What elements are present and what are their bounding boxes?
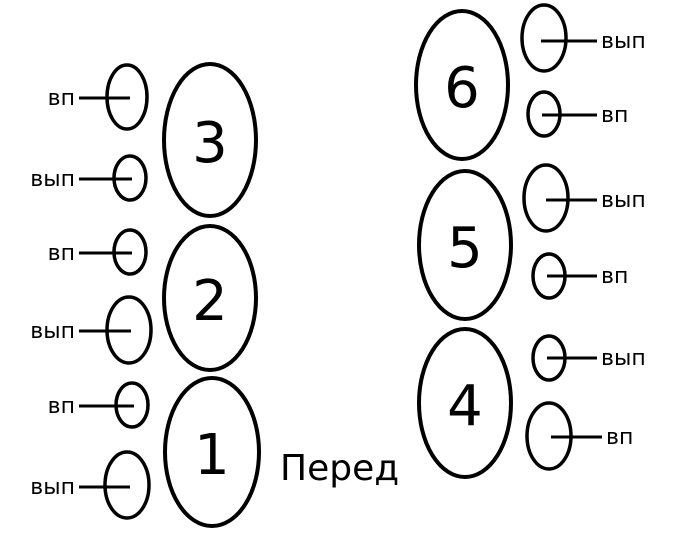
valve-label: вп — [48, 86, 75, 111]
valve-exhaust: вып — [520, 3, 646, 73]
cylinder-outline — [417, 169, 513, 321]
valve-label: вып — [601, 188, 646, 213]
valve-label: вп — [606, 425, 633, 450]
valve-outline — [103, 450, 151, 520]
valve-intake: вп — [48, 63, 149, 131]
valve-label: вып — [30, 319, 75, 344]
valve-exhaust: вып — [531, 334, 646, 382]
valve-label: вып — [601, 346, 646, 371]
cylinder-outline — [162, 62, 258, 218]
cylinder-6: 6 вып вп — [414, 3, 646, 161]
cylinder-outline — [163, 376, 261, 528]
valve-label: вып — [601, 29, 646, 54]
valve-intake: вп — [48, 228, 148, 276]
cylinder-1: 1 вп вып — [30, 376, 261, 528]
valve-label: вп — [48, 241, 75, 266]
cylinder-outline — [417, 327, 513, 479]
cylinder-outline — [414, 9, 510, 161]
valve-intake: вп — [525, 401, 633, 471]
cylinder-number: 2 — [192, 269, 228, 334]
valve-label: вып — [30, 167, 75, 192]
cylinder-5: 5 вып вп — [417, 163, 646, 321]
valve-label: вп — [601, 264, 628, 289]
valve-exhaust: вып — [30, 295, 153, 365]
valve-label: вп — [601, 103, 628, 128]
cylinder-outline — [162, 224, 258, 372]
valve-outline — [522, 163, 570, 233]
valve-exhaust: вып — [30, 154, 148, 202]
cylinder-3: 3 вп вып — [30, 62, 258, 218]
valve-intake: вп — [526, 90, 628, 138]
cylinder-number: 4 — [447, 374, 483, 439]
cylinder-number: 3 — [192, 111, 228, 176]
valve-exhaust: вып — [30, 450, 151, 520]
cylinder-number: 6 — [444, 56, 480, 121]
valve-outline — [520, 3, 568, 73]
cylinder-number: 5 — [447, 216, 483, 281]
valve-intake: вп — [531, 252, 628, 300]
valve-intake: вп — [48, 381, 150, 429]
valve-label: вп — [48, 394, 75, 419]
valve-exhaust: вып — [522, 163, 646, 233]
cylinder-4: 4 вып вп — [417, 327, 646, 479]
front-label: Перед — [280, 448, 399, 489]
cylinder-2: 2 вп вып — [30, 224, 258, 372]
valve-label: вып — [30, 475, 75, 500]
cylinder-number: 1 — [194, 423, 230, 488]
